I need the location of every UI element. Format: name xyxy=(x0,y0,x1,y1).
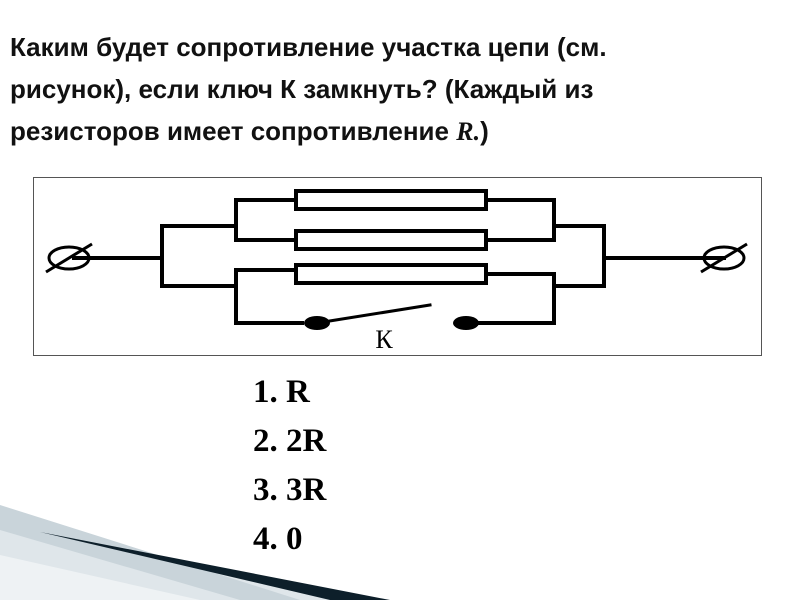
switch-contact-left xyxy=(304,316,330,330)
answer-number: 3. xyxy=(253,472,278,508)
answer-option-4[interactable]: 4. 0 xyxy=(253,515,326,564)
answer-value: R xyxy=(286,374,310,410)
resistor-1 xyxy=(294,189,488,211)
question-line-3-prefix: резисторов имеет сопротивление xyxy=(10,116,457,146)
question-line-1: Каким будет сопротивление участка цепи (… xyxy=(10,32,607,62)
left-terminal-slash xyxy=(45,242,93,274)
answer-number: 4. xyxy=(253,521,278,557)
answer-option-1[interactable]: 1. R xyxy=(253,368,326,417)
right-terminal-slash xyxy=(700,242,748,274)
question-text: Каким будет сопротивление участка цепи (… xyxy=(10,26,790,153)
answer-number: 1. xyxy=(253,374,278,410)
question-line-3: резисторов имеет сопротивление R.) xyxy=(10,110,790,153)
circuit-diagram: К xyxy=(33,177,762,356)
question-line-3-suffix: ) xyxy=(480,116,489,146)
answer-value: 3R xyxy=(286,472,327,508)
switch-contact-right xyxy=(453,316,479,330)
answer-option-2[interactable]: 2. 2R xyxy=(253,417,326,466)
resistor-2 xyxy=(294,229,488,251)
right-terminal-icon xyxy=(702,245,746,271)
switch-blade xyxy=(315,303,432,325)
answer-number: 2. xyxy=(253,423,278,459)
resistor-3 xyxy=(294,263,488,285)
answer-value: 2R xyxy=(286,423,327,459)
answer-options: 1. R 2. 2R 3. 3R 4. 0 xyxy=(253,368,326,564)
answer-option-3[interactable]: 3. 3R xyxy=(253,466,326,515)
left-terminal-icon xyxy=(47,245,91,271)
question-line-2: рисунок), если ключ К замкнуть? (Каждый … xyxy=(10,74,594,104)
switch-label: К xyxy=(375,325,393,354)
answer-value: 0 xyxy=(286,521,303,557)
resistance-variable: R. xyxy=(456,117,481,146)
circuit-svg: К xyxy=(45,189,748,354)
